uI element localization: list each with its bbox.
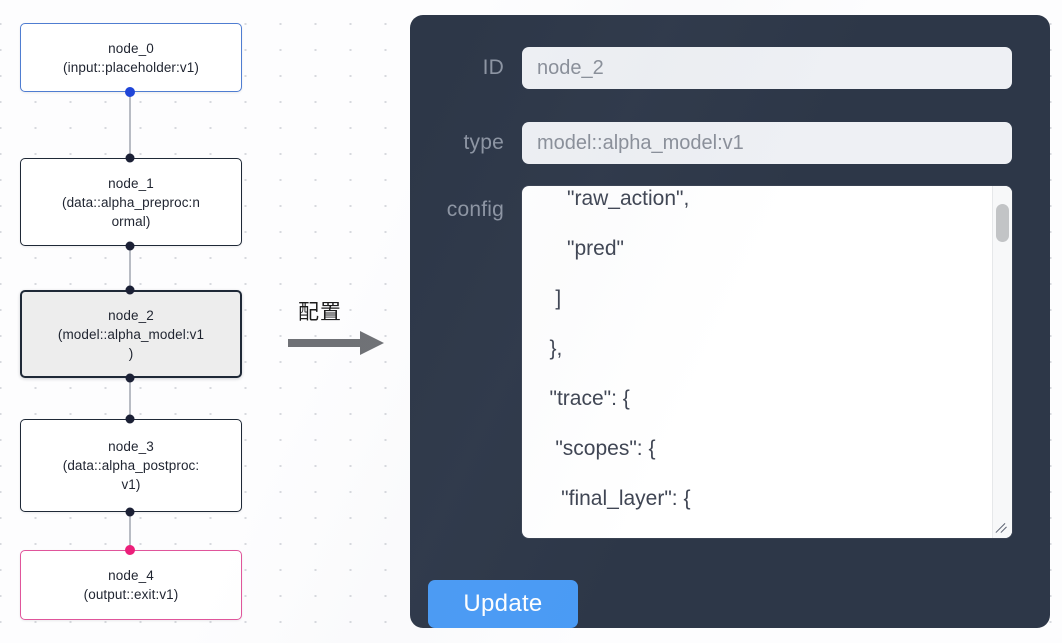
node-handle-source-node_2[interactable] — [125, 373, 135, 383]
annotation-label: 配置 — [298, 300, 342, 324]
flow-node-label: node_0 (input::placeholder:v1) — [63, 40, 199, 75]
id-field-label: ID — [482, 56, 504, 79]
id-input[interactable] — [522, 47, 1012, 89]
field-row-config: config "raw_action", "pred" ] }, "trace"… — [410, 186, 1030, 538]
config-textarea[interactable]: "raw_action", "pred" ] }, "trace": { "sc… — [522, 186, 1012, 538]
edge-node0-node1 — [129, 92, 131, 158]
config-textarea-content: "raw_action", "pred" ] }, "trace": { "sc… — [549, 187, 718, 538]
flow-node-label: node_2 (model::alpha_model:v1 ) — [57, 307, 205, 361]
node-handle-target-node_4[interactable] — [125, 545, 135, 555]
resize-grip-icon[interactable] — [993, 519, 1011, 537]
update-button[interactable]: Update — [428, 580, 578, 628]
flow-graph[interactable]: node_0 (input::placeholder:v1) node_1 (d… — [0, 0, 400, 643]
config-field-label: config — [446, 198, 504, 221]
edge-node3-node4 — [129, 512, 131, 550]
annotation-group: 配置 — [288, 296, 398, 366]
field-row-id: ID — [410, 47, 1030, 89]
node-handle-target-node_3[interactable] — [125, 414, 135, 424]
config-scrollbar[interactable] — [992, 186, 1012, 538]
config-scrollbar-thumb[interactable] — [996, 204, 1009, 242]
node-handle-target-node_2[interactable] — [125, 285, 135, 295]
type-field-label: type — [463, 131, 504, 154]
type-input[interactable] — [522, 122, 1012, 164]
edge-node1-node2 — [129, 246, 131, 290]
flow-node-node_4[interactable]: node_4 (output::exit:v1) — [20, 550, 242, 620]
flow-node-label: node_3 (data::alpha_postproc: v1) — [62, 439, 200, 492]
edge-node2-node3 — [129, 378, 131, 419]
arrow-right-icon — [288, 331, 384, 355]
flow-node-node_1[interactable]: node_1 (data::alpha_preproc:n ormal) — [20, 158, 242, 246]
flow-node-node_0[interactable]: node_0 (input::placeholder:v1) — [20, 23, 242, 92]
flow-node-node_3[interactable]: node_3 (data::alpha_postproc: v1) — [20, 419, 242, 512]
node-handle-source-node_3[interactable] — [125, 507, 135, 517]
node-handle-source-node_0[interactable] — [125, 87, 135, 97]
flow-node-node_2[interactable]: node_2 (model::alpha_model:v1 ) — [20, 290, 242, 378]
flow-node-label: node_4 (output::exit:v1) — [83, 568, 179, 602]
node-handle-target-node_1[interactable] — [125, 153, 135, 163]
flow-node-label: node_1 (data::alpha_preproc:n ormal) — [61, 175, 201, 229]
node-config-panel: ID type config "raw_action", "pred" ] },… — [410, 15, 1050, 628]
field-row-type: type — [410, 122, 1030, 164]
node-handle-source-node_1[interactable] — [125, 241, 135, 251]
